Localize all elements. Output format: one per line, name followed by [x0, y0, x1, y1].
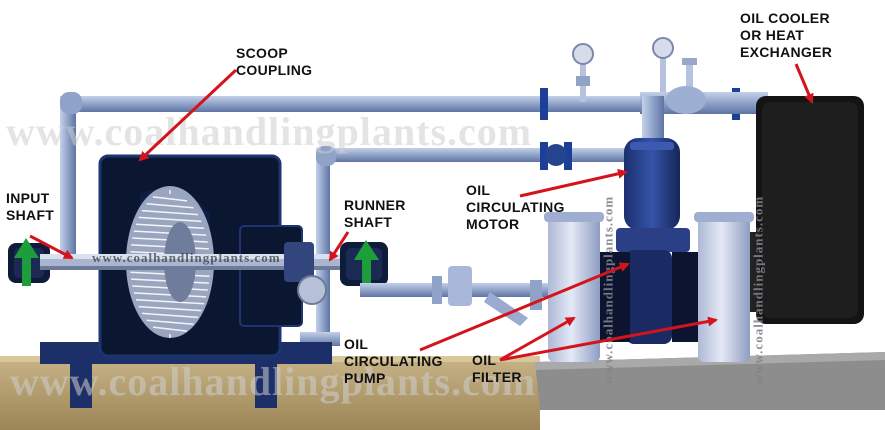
- arrow-oil-pump: [419, 262, 630, 352]
- turbine-blade: [135, 223, 205, 230]
- arrow-scoop-coupling: [138, 68, 238, 162]
- suction-pipe: [360, 266, 610, 326]
- label-oil-circulating-pump: OIL CIRCULATING PUMP: [344, 336, 443, 386]
- turbine-blade: [146, 202, 194, 209]
- main-shaft: [40, 242, 360, 305]
- pressure-gauge-2: [652, 37, 697, 100]
- cooler-inlet-pipe: [640, 86, 768, 166]
- turbine-blade: [135, 298, 205, 305]
- arrow-oil-motor: [519, 168, 628, 198]
- input-rotation-arrow: [14, 238, 39, 286]
- turbine-blade: [141, 209, 199, 216]
- output-rotation-arrow: [354, 240, 379, 286]
- turbine-blade: [146, 319, 194, 326]
- valve-middle: [540, 142, 572, 170]
- label-oil-circulating-motor: OIL CIRCULATING MOTOR: [466, 182, 565, 232]
- arrow-oil-filter-right: [499, 316, 718, 362]
- turbine-blade: [152, 196, 188, 202]
- arrow-oil-cooler: [794, 63, 814, 104]
- turbine-blade: [138, 216, 202, 223]
- label-oil-cooler: OIL COOLER OR HEAT EXCHANGER: [740, 10, 833, 60]
- oil-return-pipe: [60, 92, 762, 261]
- label-scoop-coupling: SCOOP COUPLING: [236, 45, 313, 78]
- turbine-blade: [133, 292, 207, 298]
- oil-circulating-motor: [624, 138, 680, 230]
- valve-top-1: [540, 88, 548, 120]
- label-input-shaft: INPUT SHAFT: [6, 190, 55, 223]
- label-oil-filter: OIL FILTER: [472, 352, 522, 385]
- turbine-blade: [152, 326, 188, 332]
- turbine-blade: [138, 305, 202, 312]
- pressure-gauge-1: [572, 43, 594, 102]
- arrow-input-shaft: [29, 234, 74, 260]
- arrow-runner-shaft: [328, 231, 350, 262]
- arrow-oil-filter-left: [499, 316, 576, 362]
- label-runner-shaft: RUNNER SHAFT: [344, 197, 406, 230]
- turbine-blade: [141, 312, 199, 319]
